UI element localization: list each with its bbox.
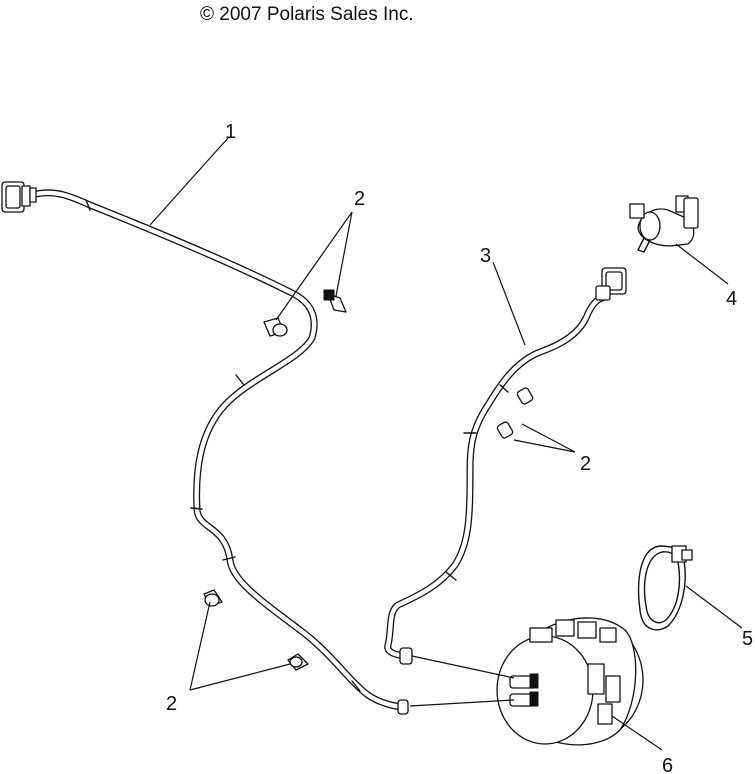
leader-lines: [149, 137, 743, 751]
callout-4: 4: [726, 288, 737, 310]
copyright-notice: © 2007 Polaris Sales Inc.: [200, 4, 414, 25]
callout-1: 1: [225, 121, 236, 143]
vacuum-valve-icon: [629, 195, 699, 253]
callout-2-upper: 2: [354, 188, 365, 210]
hose-3-icon: [384, 267, 627, 665]
callout-2-right: 2: [580, 453, 591, 475]
callout-2-lower: 2: [166, 693, 177, 715]
callout-3: 3: [480, 245, 491, 267]
callout-5: 5: [742, 628, 753, 650]
callout-6: 6: [662, 755, 673, 774]
hose-clip-icon: [637, 545, 693, 631]
connection-lines: [409, 655, 515, 707]
evap-canister-icon: [496, 617, 644, 746]
hose-fitting-icon: [203, 289, 534, 671]
hose-1-icon: [1, 181, 409, 715]
